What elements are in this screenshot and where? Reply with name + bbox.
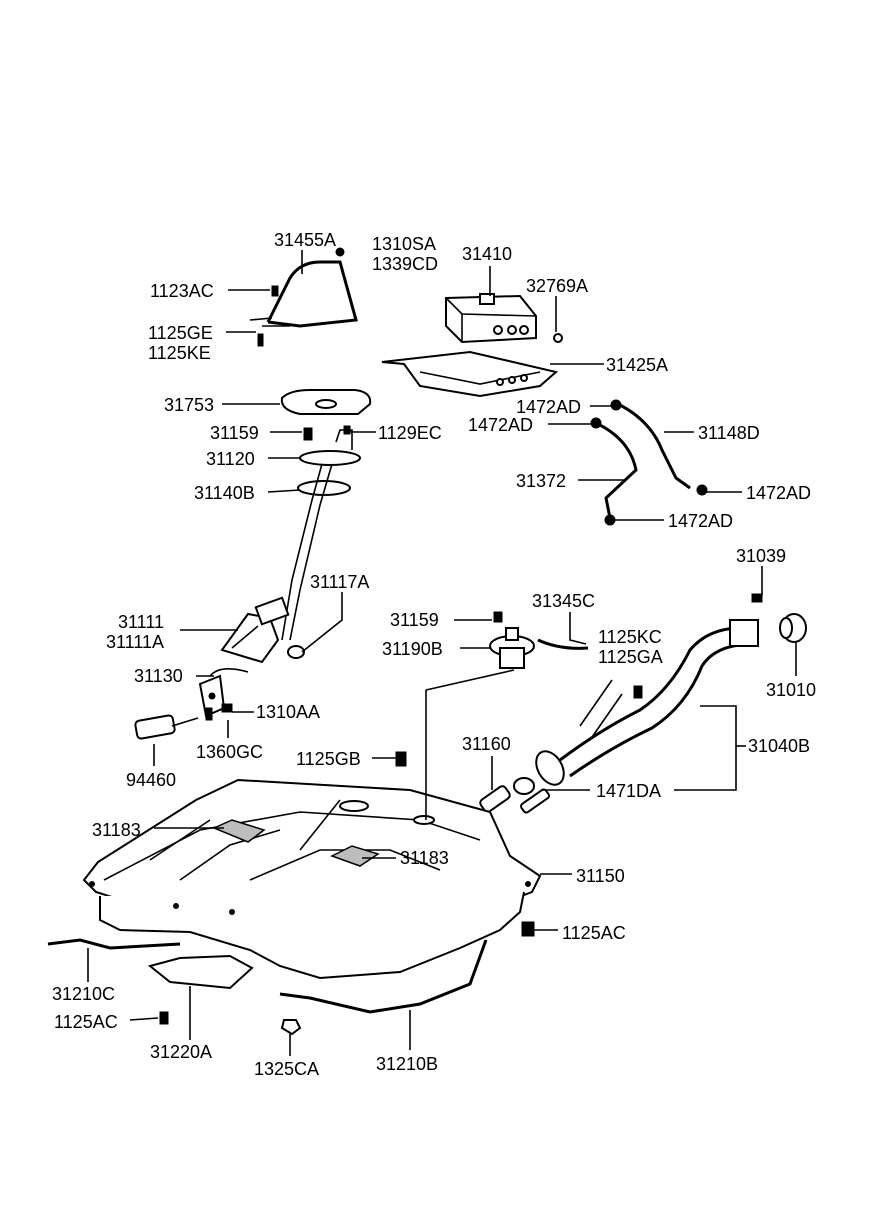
label-1310SA: 1310SA [372, 234, 437, 254]
clamp-1471DA [513, 777, 535, 795]
bracket-31455A [249, 260, 358, 328]
label-31190B: 31190B [382, 639, 443, 659]
label-94460: 94460 [126, 770, 177, 790]
label-1472AD-a: 1472AD [516, 397, 582, 417]
hose-31148D [617, 402, 691, 490]
label-31410: 31410 [462, 244, 513, 264]
fuel-pump-31111 [220, 596, 290, 664]
bolt-1125GB [395, 751, 407, 767]
label-31148D: 31148D [698, 423, 760, 443]
label-31150: 31150 [576, 866, 625, 886]
label-32769A: 32769A [526, 276, 589, 296]
label-31345C: 31345C [532, 591, 596, 611]
pad-31183-a [212, 819, 266, 843]
label-31425A: 31425A [606, 355, 669, 375]
label-1471DA: 1471DA [596, 781, 662, 801]
label-31120: 31120 [206, 449, 255, 469]
label-31372: 31372 [516, 471, 567, 491]
label-31130: 31130 [134, 666, 183, 686]
valve-31190B [489, 627, 535, 669]
cap-32769A [553, 333, 563, 343]
label-31010: 31010 [766, 680, 817, 700]
label-31159-a: 31159 [210, 423, 259, 443]
filter-94460 [134, 714, 199, 740]
strap-31210B [279, 939, 488, 1014]
label-31183-a: 31183 [92, 820, 141, 840]
label-1339CD: 1339CD [372, 254, 439, 274]
label-1472AD-c: 1472AD [746, 483, 812, 503]
screw-31159-b [493, 611, 503, 623]
ring-31140B [297, 480, 351, 496]
label-31039: 31039 [736, 546, 787, 566]
label-31210B: 31210B [376, 1054, 439, 1074]
filter-31117A [287, 645, 305, 659]
label-31753: 31753 [164, 395, 215, 415]
guard-31220A [147, 954, 254, 990]
label-1360GC: 1360GC [196, 742, 264, 762]
screw-1360GC [205, 707, 213, 721]
hose-31345C [537, 638, 589, 650]
label-1125GE: 1125GE [148, 323, 213, 343]
label-31160: 31160 [462, 734, 511, 754]
nut-1325CA [280, 1019, 302, 1036]
clip-1310SA [335, 247, 345, 257]
label-1129EC: 1129EC [378, 423, 442, 443]
canister-31410 [445, 293, 537, 344]
pump-plate-31120 [299, 450, 361, 466]
clamp-1472AD-c [696, 484, 708, 496]
bolt-1123AC [271, 285, 279, 297]
label-31117A: 31117A [310, 572, 370, 592]
label-1125KC: 1125KC [598, 627, 662, 647]
pad-31183-b [330, 845, 380, 867]
hose-31160 [479, 785, 511, 813]
label-1125GA: 1125GA [598, 647, 663, 667]
label-31111: 31111 [118, 612, 165, 632]
screw-1125KE [257, 333, 264, 347]
bolt-31039 [751, 593, 763, 603]
label-31210C: 31210C [52, 984, 116, 1004]
clamp-1472AD-a [610, 399, 622, 411]
bolt-1125AC-b [159, 1011, 169, 1025]
leader-lines [87, 250, 797, 1056]
screw-31159 [303, 427, 313, 441]
label-1310AA: 1310AA [256, 702, 321, 722]
label-31159-b: 31159 [390, 610, 439, 630]
fuel-tank-31150 [82, 778, 542, 980]
screw-1125GA [633, 685, 643, 699]
label-31220A: 31220A [150, 1042, 213, 1062]
clip-1310AA [221, 703, 233, 713]
hose-31372 [597, 422, 638, 519]
bolt-1125AC-a [521, 921, 535, 937]
label-1325CA: 1325CA [254, 1059, 320, 1079]
filler-neck-31040B [535, 619, 759, 786]
label-1472AD-b: 1472AD [468, 415, 534, 435]
label-1125AC-a: 1125AC [562, 923, 626, 943]
label-31111A: 31111A [106, 632, 165, 652]
strap-31210C [47, 938, 181, 950]
label-31040B: 31040B [748, 736, 811, 756]
label-1125GB: 1125GB [296, 749, 361, 769]
label-31183-b: 31183 [400, 848, 449, 868]
label-31140B: 31140B [194, 483, 255, 503]
clamp-1472AD-d [604, 514, 616, 526]
clamp-1472AD-b [590, 417, 602, 429]
label-1472AD-d: 1472AD [668, 511, 734, 531]
canister-bracket-31425A [381, 350, 559, 398]
label-1125KE: 1125KE [148, 343, 211, 363]
label-31455A: 31455A [274, 230, 337, 250]
filler-cap-31010 [779, 613, 807, 643]
label-1125AC-b: 1125AC [54, 1012, 118, 1032]
label-1123AC: 1123AC [150, 281, 214, 301]
